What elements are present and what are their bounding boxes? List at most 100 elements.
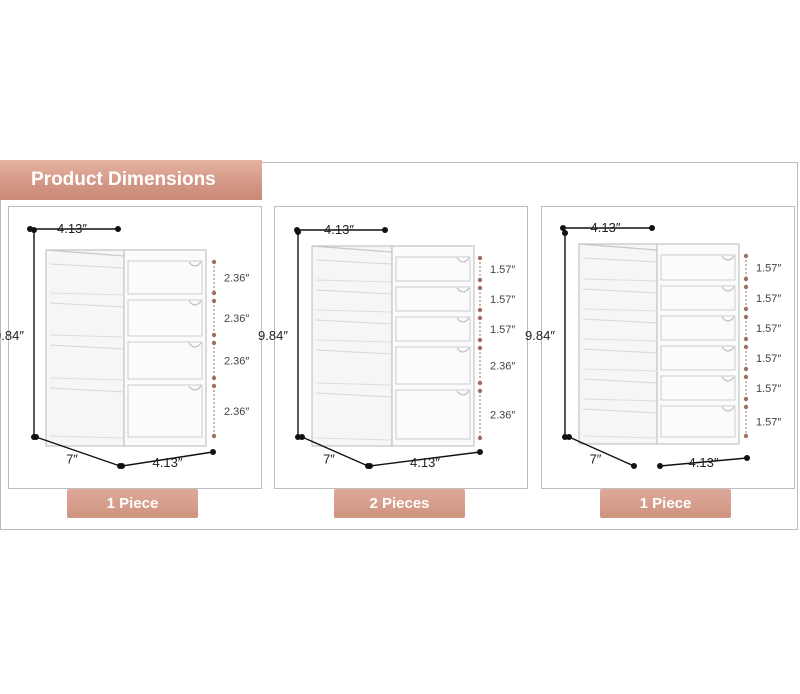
drawer-side-line xyxy=(582,398,658,402)
drawer-handle xyxy=(188,385,202,391)
organizer-2 xyxy=(311,245,481,447)
drawer-side-line xyxy=(582,435,658,439)
drawer-side-line xyxy=(582,318,658,324)
drawer-side-line xyxy=(315,279,393,283)
drawer-handle xyxy=(188,300,202,306)
top-width-label: 4.13″ xyxy=(591,220,621,235)
organizer-1 xyxy=(45,249,215,447)
dimension-endpoint xyxy=(211,383,217,389)
dimension-endpoint xyxy=(477,307,483,313)
drawer-side-line xyxy=(582,348,658,354)
dimension-endpoint xyxy=(743,404,749,410)
depth-line xyxy=(568,436,635,467)
dimension-endpoint xyxy=(562,230,568,236)
dimension-endpoint xyxy=(211,375,217,381)
dimension-endpoint xyxy=(744,455,750,461)
height-label: 9.84″ xyxy=(0,328,24,343)
drawer-side-line xyxy=(315,437,393,441)
drawer-front xyxy=(660,405,736,438)
dimension-endpoint xyxy=(657,463,663,469)
drawer-side-line xyxy=(49,263,125,269)
dimension-endpoint xyxy=(743,306,749,312)
drawer-front xyxy=(660,254,736,281)
drawer-handle xyxy=(188,261,202,267)
bottom-width-label: 4.13″ xyxy=(410,455,440,470)
drawer-front xyxy=(127,341,203,380)
dimension-endpoint xyxy=(299,434,305,440)
drawer-side-line xyxy=(315,259,393,265)
dimension-endpoint xyxy=(477,449,483,455)
drawer-side-line xyxy=(582,288,658,294)
dimension-endpoint xyxy=(477,435,483,441)
bottom-width-label: 4.13″ xyxy=(153,455,183,470)
drawer-height-label: 1.57″ xyxy=(490,264,515,276)
drawer-side-line xyxy=(49,387,125,393)
drawer-front xyxy=(127,299,203,337)
drawer-side-line xyxy=(315,319,393,325)
drawer-height-label: 2.36″ xyxy=(490,361,515,373)
dimension-endpoint xyxy=(210,449,216,455)
drawer-front xyxy=(395,389,471,440)
dimension-endpoint xyxy=(477,345,483,351)
organizer-front xyxy=(123,249,207,447)
dimension-endpoint xyxy=(743,374,749,380)
top-width-label: 4.13″ xyxy=(324,222,354,237)
drawer-handle xyxy=(456,257,470,263)
dimension-endpoint xyxy=(211,332,217,338)
drawer-side-line xyxy=(315,382,393,386)
dimension-endpoint xyxy=(477,277,483,283)
drawer-handle xyxy=(721,346,735,352)
dimension-endpoint xyxy=(367,463,373,469)
drawer-side-line xyxy=(49,302,125,308)
dimension-endpoint xyxy=(477,285,483,291)
drawer-height-label: 2.36″ xyxy=(490,410,515,422)
drawer-side-line xyxy=(49,344,125,350)
drawer-side-line xyxy=(315,349,393,355)
drawer-height-label: 1.57″ xyxy=(490,294,515,306)
depth-label: 7″ xyxy=(66,452,78,467)
depth-label: 7″ xyxy=(323,452,335,467)
dimension-endpoint xyxy=(477,388,483,394)
drawer-side-line xyxy=(582,278,658,282)
depth-label: 7″ xyxy=(590,452,602,467)
drawer-handle xyxy=(456,287,470,293)
drawer-side-line xyxy=(315,309,393,313)
organizer-top-edge xyxy=(45,249,125,257)
bottom-width-label: 4.13″ xyxy=(689,455,719,470)
drawer-front xyxy=(660,375,736,401)
drawer-handle xyxy=(456,317,470,323)
organizer-3 xyxy=(578,243,747,445)
drawer-height-label: 1.57″ xyxy=(756,417,781,429)
organizer-side xyxy=(311,245,393,447)
drawer-side-line xyxy=(315,289,393,295)
drawer-front xyxy=(395,286,471,312)
drawer-side-line xyxy=(582,368,658,372)
section-title: Product Dimensions xyxy=(0,160,262,200)
drawer-side-line xyxy=(582,338,658,342)
organizer-side xyxy=(578,243,658,445)
dimension-endpoint xyxy=(115,226,121,232)
dimension-endpoint xyxy=(743,276,749,282)
organizer-front xyxy=(391,245,475,447)
panel-1-caption: 1 Piece xyxy=(67,489,198,518)
dimension-endpoint xyxy=(211,298,217,304)
drawer-handle xyxy=(721,376,735,382)
depth-line xyxy=(35,436,121,467)
drawer-side-line xyxy=(315,392,393,398)
drawer-side-line xyxy=(49,377,125,381)
drawer-handle xyxy=(456,347,470,353)
height-label: 9.84″ xyxy=(525,328,555,343)
drawer-handle xyxy=(721,286,735,292)
drawer-front xyxy=(395,316,471,342)
dimension-endpoint xyxy=(743,314,749,320)
drawer-handle xyxy=(721,255,735,261)
drawer-height-label: 1.57″ xyxy=(490,324,515,336)
dimension-endpoint xyxy=(743,284,749,290)
depth-line xyxy=(301,436,369,467)
drawer-side-line xyxy=(582,308,658,312)
drawer-height-label: 1.57″ xyxy=(756,293,781,305)
drawer-front xyxy=(660,285,736,311)
dimension-endpoint xyxy=(382,227,388,233)
dimension-endpoint xyxy=(743,396,749,402)
dimension-endpoint xyxy=(33,434,39,440)
